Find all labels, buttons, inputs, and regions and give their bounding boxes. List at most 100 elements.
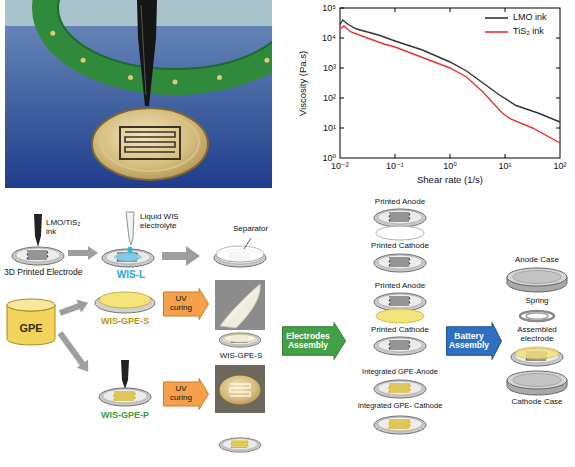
gel-film: [515, 347, 559, 359]
gel-film: [376, 309, 424, 323]
coin-base: [95, 293, 155, 313]
axis-title: Viscosity (Pa.s): [298, 33, 309, 133]
flow-arrow: [58, 296, 91, 319]
anode: [374, 209, 426, 227]
node-body: UV curing: [163, 383, 209, 405]
nozzle: [121, 360, 129, 389]
data-curve: [340, 26, 560, 143]
pcb-pad: [173, 80, 178, 85]
printed-electrode: [12, 247, 64, 265]
anode-case: [507, 268, 567, 292]
electrode-coin: [219, 438, 261, 452]
coin-photo: [219, 375, 261, 405]
axis-title: Shear rate (1/s): [390, 175, 510, 186]
separator: [216, 246, 264, 262]
gpe-container: GPE: [6, 298, 56, 346]
part-label: Printed Cathode: [360, 325, 440, 334]
node-body: Battery Assembly: [446, 330, 502, 353]
spring: [526, 313, 548, 319]
legend-text: LMO ink: [513, 12, 547, 22]
tick-label: 10¹: [490, 161, 520, 171]
part-label: Spring: [502, 296, 572, 305]
gel-printed-coin: [219, 438, 261, 452]
process-arrow: Battery Assembly: [446, 322, 502, 360]
node-body: Electrodes Assembly: [282, 330, 346, 353]
gel-film: [99, 292, 151, 308]
part-label: Assembled electrode: [502, 325, 572, 343]
pcb-pad: [50, 31, 55, 36]
printed-gel-photo: [215, 365, 265, 413]
process-arrow: UV curing: [163, 378, 209, 410]
part-label: Integrated GPE- Cathode: [354, 402, 446, 411]
arrow-shape: [283, 323, 346, 360]
part-label: Printed Cathode: [360, 241, 440, 250]
part-label: Anode Case: [502, 255, 572, 264]
node-text: GPE: [8, 322, 54, 334]
part-label: Separator: [233, 224, 279, 233]
nozzle-highlight: [141, 5, 146, 95]
legend-line: [485, 17, 508, 19]
assembled-electrode: [511, 348, 563, 366]
cathode: [374, 337, 426, 355]
gel-printed-coin: [99, 388, 151, 406]
pcb-pad: [217, 75, 222, 80]
process-arrow: UV curing: [163, 288, 209, 320]
part-label: Cathode Case: [502, 397, 572, 406]
printed-pattern: [125, 132, 175, 152]
coin-cell: [92, 108, 208, 180]
node-text: Battery Assembly: [448, 332, 490, 351]
method-label: WIS-L: [106, 269, 156, 281]
spring: [520, 311, 554, 321]
part-label: Integrated GPE-Anode: [354, 368, 446, 377]
part-label: Printed Anode: [360, 197, 440, 206]
pcb-pad: [128, 75, 133, 80]
method-label: WIS-GPE-P: [93, 410, 157, 420]
peeled-film: [220, 284, 260, 328]
integrated-cathode: [374, 416, 426, 434]
printed-gel: [230, 384, 250, 396]
droplet: [128, 247, 133, 254]
electrolyte-label: Liquid WIS electrolyte: [140, 212, 196, 230]
tick-label: 10¹: [300, 123, 336, 133]
pcb-ring: [58, 0, 272, 69]
cylinder-top: [7, 299, 55, 311]
anode: [374, 293, 426, 311]
process-arrow: Electrodes Assembly: [282, 322, 346, 360]
cathode-case: [507, 371, 567, 395]
tick-label: 10⁻¹: [380, 161, 410, 171]
printed-pattern: [120, 127, 180, 159]
pcb-pad: [264, 58, 269, 63]
tick-label: 10⁵: [300, 3, 336, 13]
legend-text: TiS₂ ink: [513, 26, 544, 36]
plot-frame: [340, 8, 560, 158]
tick-label: 10⁴: [300, 33, 336, 43]
tick-label: 10⁰: [435, 161, 465, 171]
nozzle: [137, 0, 157, 106]
arrow-shape: [164, 289, 209, 320]
node-body: UV curing: [163, 293, 209, 315]
node-text: UV curing: [165, 295, 197, 313]
arrow-shape: [447, 323, 502, 360]
node-text: UV curing: [165, 385, 197, 403]
cathode: [374, 254, 426, 272]
node-body: GPE: [6, 308, 56, 336]
coin-rim: [101, 113, 199, 171]
legend-line: [485, 31, 508, 33]
pcb-pad: [81, 58, 86, 63]
flow-arrow: [162, 246, 200, 266]
tick-label: 10⁻²: [325, 161, 355, 171]
ink-label: LMO/TiS₂ ink: [46, 218, 92, 236]
leader-line: [244, 238, 251, 249]
pipette: [126, 212, 134, 245]
nozzle: [34, 214, 42, 247]
flow-arrow: [68, 246, 98, 260]
data-curve: [340, 20, 560, 122]
gel-coin: [219, 333, 261, 347]
printer-photo: [5, 0, 272, 188]
arrow-shape: [164, 379, 209, 410]
integrated-anode: [374, 380, 426, 398]
tick-label: 10⁰: [300, 153, 336, 163]
pcb-ring: [45, 0, 272, 82]
film-highlight: [226, 290, 256, 322]
